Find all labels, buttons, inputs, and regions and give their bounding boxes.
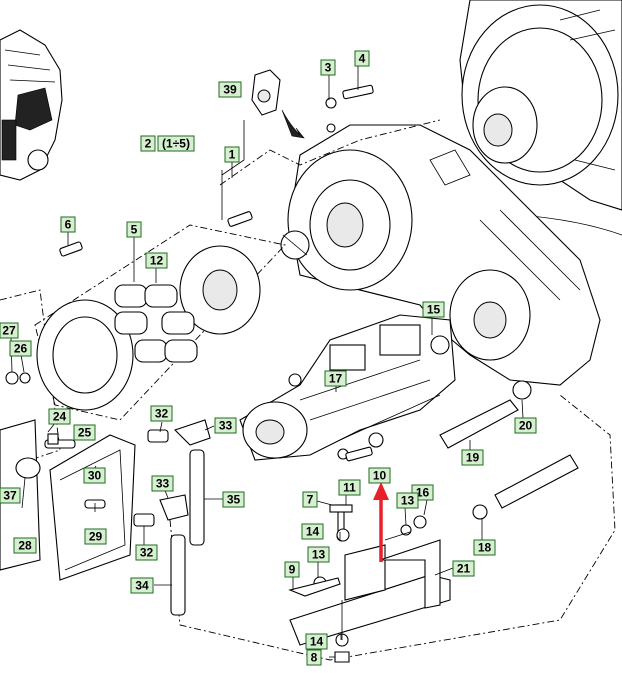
engine-fragment <box>0 29 63 181</box>
svg-text:33: 33 <box>219 419 233 433</box>
callout-33-lower: 33 <box>151 475 174 492</box>
svg-text:26: 26 <box>14 342 28 356</box>
svg-text:35: 35 <box>227 493 241 507</box>
callout-13-right: 13 <box>396 492 419 509</box>
svg-text:17: 17 <box>329 372 343 386</box>
svg-text:16: 16 <box>416 486 430 500</box>
callout-24: 24 <box>48 408 71 425</box>
svg-text:8: 8 <box>311 651 318 665</box>
callout-17: 17 <box>324 370 347 387</box>
callout-32-upper: 32 <box>150 405 173 422</box>
callout-10: 10 <box>368 467 391 484</box>
svg-text:12: 12 <box>150 254 164 268</box>
callout-37: 37 <box>0 487 21 504</box>
callout-32-lower: 32 <box>135 544 158 561</box>
svg-text:29: 29 <box>89 530 103 544</box>
callout-27: 27 <box>0 322 19 339</box>
hydraulic-pump <box>239 314 456 461</box>
svg-text:1: 1 <box>229 148 236 162</box>
callout-19: 19 <box>461 449 484 466</box>
svg-text:3: 3 <box>325 61 332 75</box>
callout-14-upper: 14 <box>301 523 324 540</box>
callout-30: 30 <box>83 467 106 484</box>
callout-6: 6 <box>60 216 76 233</box>
svg-text:21: 21 <box>457 562 471 576</box>
svg-text:5: 5 <box>131 223 138 237</box>
svg-text:32: 32 <box>140 546 154 560</box>
svg-text:2: 2 <box>145 137 152 151</box>
callout-18: 18 <box>473 539 496 556</box>
hydraulic-motor-parts <box>36 245 261 411</box>
callout-26: 26 <box>9 340 32 357</box>
svg-text:14: 14 <box>310 635 324 649</box>
callout-14-lower: 14 <box>305 633 328 650</box>
svg-text:20: 20 <box>519 419 533 433</box>
svg-text:19: 19 <box>466 451 480 465</box>
callout-1: 1 <box>224 146 240 163</box>
bracket-and-fittings <box>288 504 451 663</box>
leader-lines <box>10 66 524 658</box>
svg-text:7: 7 <box>307 493 314 507</box>
svg-text:13: 13 <box>312 548 326 562</box>
callout-2-range: (1÷5) <box>157 135 195 152</box>
callout-2: 2 <box>140 135 156 152</box>
svg-text:9: 9 <box>289 563 296 577</box>
svg-text:33: 33 <box>156 477 170 491</box>
callout-13-left: 13 <box>307 546 330 563</box>
svg-text:15: 15 <box>427 303 441 317</box>
svg-text:13: 13 <box>401 494 415 508</box>
callout-9: 9 <box>284 561 300 578</box>
transmission-housing <box>459 0 622 236</box>
callout-15: 15 <box>422 301 445 318</box>
callout-5: 5 <box>126 221 142 238</box>
svg-text:11: 11 <box>343 481 356 495</box>
svg-text:6: 6 <box>65 218 72 232</box>
callout-11: 11 <box>338 479 361 496</box>
svg-text:39: 39 <box>223 83 237 97</box>
callout-29: 29 <box>84 528 107 545</box>
callout-21: 21 <box>452 560 475 577</box>
callout-33-upper: 33 <box>214 417 237 434</box>
svg-text:10: 10 <box>373 469 387 483</box>
svg-text:4: 4 <box>359 52 366 66</box>
svg-text:(1÷5): (1÷5) <box>162 137 190 151</box>
callout-39: 39 <box>218 81 242 98</box>
svg-text:30: 30 <box>88 469 102 483</box>
svg-text:32: 32 <box>155 407 169 421</box>
callout-25: 25 <box>73 424 96 441</box>
hoses <box>133 380 579 616</box>
callout-8: 8 <box>306 649 322 666</box>
callout-12: 12 <box>145 252 168 269</box>
callout-35: 35 <box>222 491 245 508</box>
svg-text:25: 25 <box>78 426 92 440</box>
svg-text:24: 24 <box>53 410 67 424</box>
gear-case <box>280 124 601 386</box>
callout-28: 28 <box>13 537 37 554</box>
svg-text:34: 34 <box>135 579 149 593</box>
small-parts <box>59 69 384 542</box>
callout-34: 34 <box>130 577 154 594</box>
svg-text:27: 27 <box>2 324 16 338</box>
svg-text:18: 18 <box>478 541 492 555</box>
svg-text:14: 14 <box>306 525 320 539</box>
callout-20: 20 <box>514 417 537 434</box>
svg-text:28: 28 <box>18 539 32 553</box>
svg-text:37: 37 <box>3 489 17 503</box>
callout-7: 7 <box>302 491 318 508</box>
highlight-arrow <box>373 482 389 562</box>
callout-4: 4 <box>354 50 370 67</box>
callout-3: 3 <box>320 59 336 76</box>
